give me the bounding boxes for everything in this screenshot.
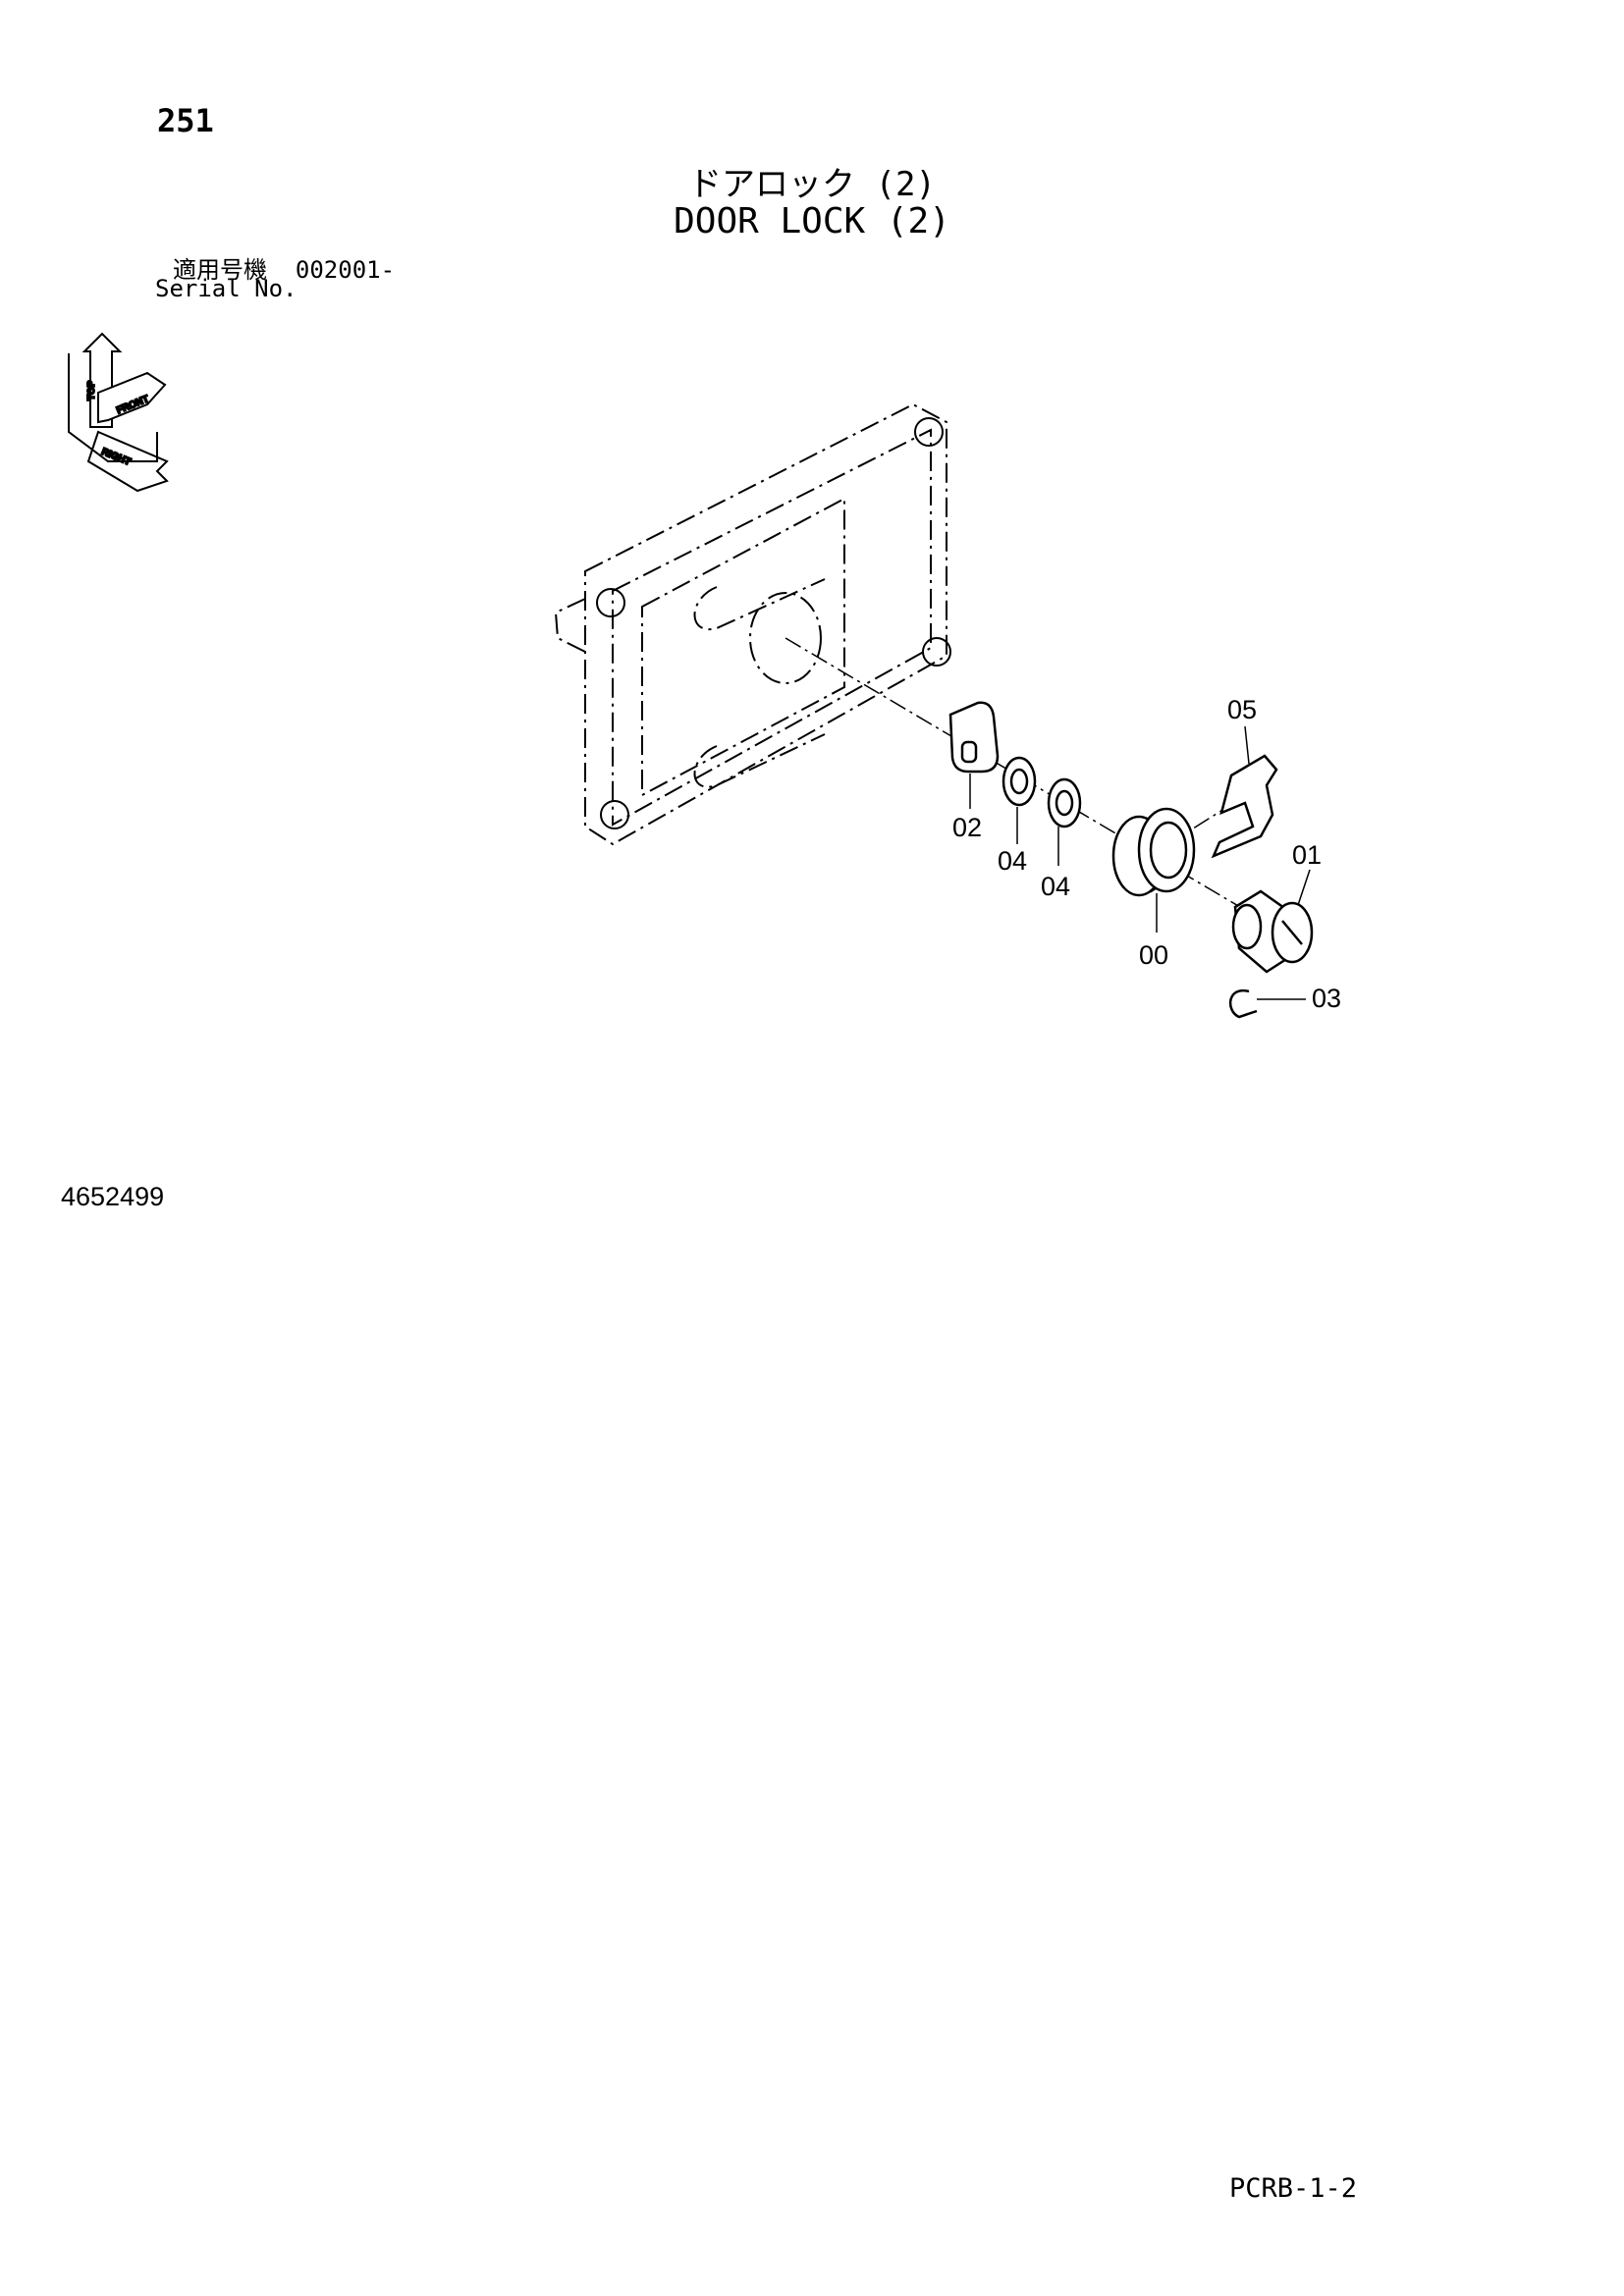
part-04-washer-a bbox=[1001, 756, 1037, 807]
door-panel-outer-outline bbox=[584, 402, 947, 846]
callout-label-01: 01 bbox=[1292, 840, 1322, 870]
part-05-clip bbox=[1211, 754, 1278, 859]
part-01-key-cylinder bbox=[1231, 889, 1314, 974]
title-english: DOOR LOCK (2) bbox=[674, 201, 950, 241]
exploded-parts-diagram: TOP FRONT RIGHT bbox=[68, 332, 1341, 1019]
serial-label-japanese: 適用号機 bbox=[173, 256, 267, 284]
door-recess-outline bbox=[641, 497, 845, 797]
leader-line bbox=[1244, 725, 1250, 765]
boss-icon bbox=[914, 417, 944, 447]
callout-label-00: 00 bbox=[1139, 940, 1168, 970]
door-hinge-tab bbox=[554, 598, 586, 653]
callout-label-02: 02 bbox=[952, 813, 982, 842]
part-04-washer-b bbox=[1047, 777, 1082, 828]
drawing-number: 4652499 bbox=[61, 1182, 165, 1211]
door-panel-phantom bbox=[554, 402, 947, 846]
title-japanese: ドアロック (2) bbox=[688, 165, 936, 204]
lock-hole-outline bbox=[749, 592, 822, 684]
part-00-cylinder-housing bbox=[1111, 807, 1196, 897]
serial-row-japanese: 適用号機 002001- bbox=[173, 250, 395, 285]
page-number: 251 bbox=[157, 102, 214, 139]
orientation-indicator-icon: TOP FRONT RIGHT bbox=[68, 332, 169, 493]
front-arrow-icon bbox=[97, 371, 167, 424]
door-panel-bosses bbox=[596, 417, 951, 829]
callout-label-03: 03 bbox=[1312, 984, 1341, 1013]
part-02-lock-plate bbox=[948, 701, 1000, 774]
leader-line bbox=[1297, 869, 1311, 906]
serial-label-english: Serial No. bbox=[155, 275, 298, 302]
boss-icon bbox=[596, 588, 625, 617]
door-panel-inner-outline bbox=[612, 428, 932, 827]
orientation-base-icon bbox=[68, 353, 158, 462]
callout-label-05: 05 bbox=[1227, 695, 1257, 724]
callout-leader-lines bbox=[969, 725, 1311, 1000]
serial-value: 002001- bbox=[295, 256, 396, 284]
part-03-retaining-ring bbox=[1228, 988, 1258, 1019]
door-slot-outline bbox=[693, 578, 826, 788]
callout-label-04-first: 04 bbox=[998, 846, 1027, 876]
callout-label-04-second: 04 bbox=[1041, 872, 1070, 901]
footer-page-code: PCRB-1-2 bbox=[1229, 2173, 1358, 2204]
boss-icon bbox=[600, 800, 629, 829]
orientation-top-label: TOP bbox=[86, 380, 97, 400]
boss-icon bbox=[922, 637, 951, 667]
